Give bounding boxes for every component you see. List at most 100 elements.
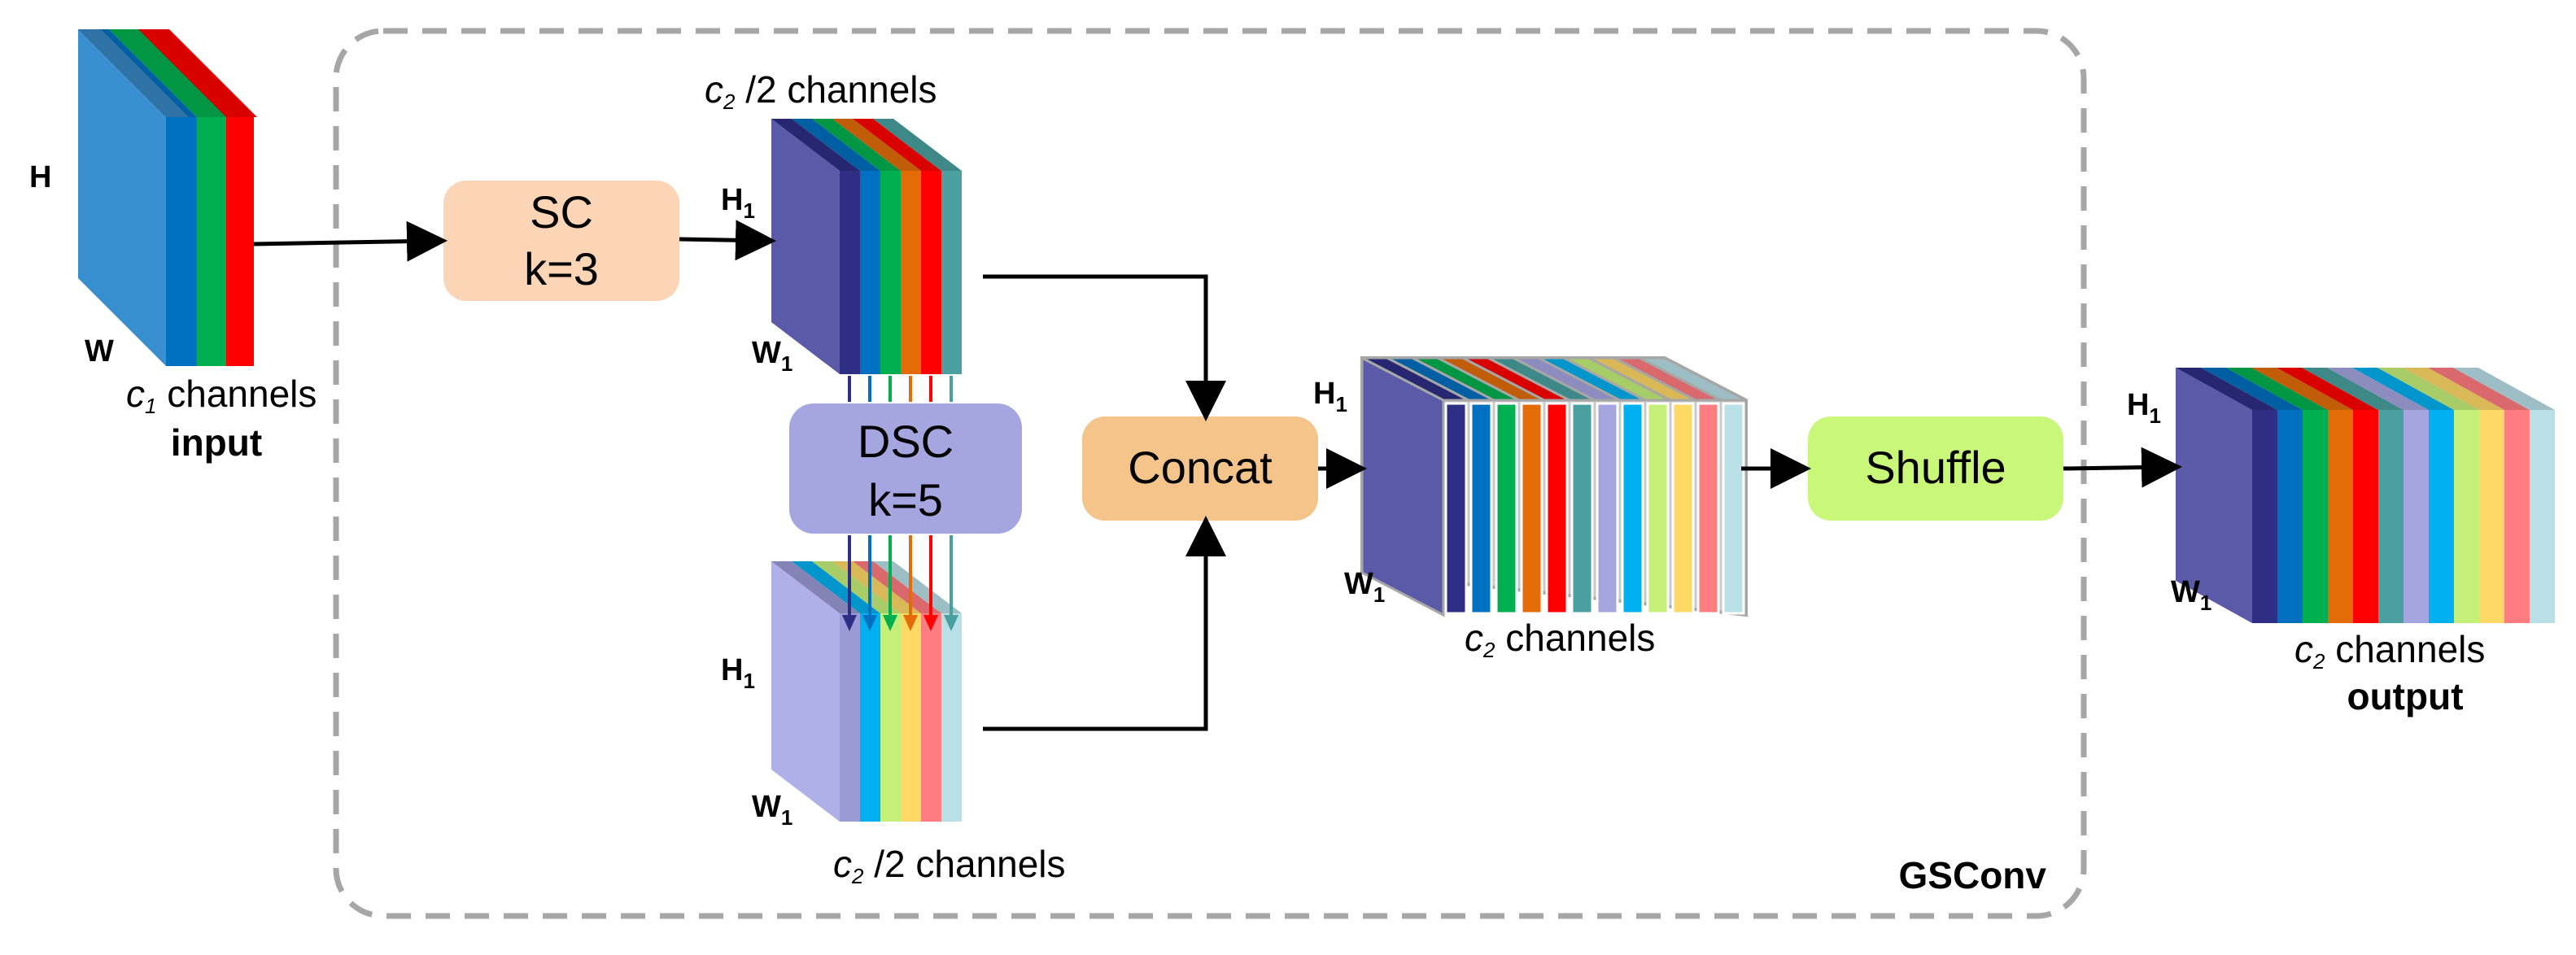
connectors — [253, 220, 2182, 731]
concat-output-dim-h: H1 — [1313, 377, 1347, 416]
tensor-front-face — [1360, 355, 1445, 617]
tensor-channel-slice — [1520, 402, 1543, 615]
tensor-slice-top — [2428, 368, 2530, 410]
tensor-channel-slice — [941, 171, 962, 374]
tensor-channel-slice — [2404, 410, 2429, 623]
input-channels-label: c1 channels — [126, 373, 317, 418]
arrow-dsc-tensor-to-concat — [983, 516, 1226, 731]
channel-arrowhead — [944, 615, 958, 631]
tensor-channel-slice — [840, 613, 860, 822]
sc-output-tensor — [771, 119, 962, 374]
sc-kernel-label: k=3 — [524, 243, 599, 294]
tensor-slice-top — [853, 561, 941, 613]
tensor-channel-slice — [2454, 410, 2479, 623]
tensor-slice-top — [2277, 368, 2378, 410]
sc-output-dim-w: W1 — [752, 336, 792, 376]
tensor-channel-slice — [860, 613, 880, 822]
tensor-channel-slice — [901, 171, 921, 374]
tensor-slice-top — [792, 119, 880, 171]
tensor-slice-top — [873, 119, 962, 171]
concat-output-tensor — [1360, 355, 1748, 617]
tensor-channel-slice — [2429, 410, 2454, 623]
dsc-output-tensor — [771, 561, 962, 822]
dsc-output-dim-h: H1 — [721, 653, 755, 693]
dsc-label: DSC — [858, 416, 954, 467]
tensor-slice-top — [2176, 368, 2277, 410]
tensor-slice-top — [109, 29, 228, 117]
tensor-channel-slice — [921, 613, 941, 822]
concat-output-channels-label: c2 channels — [1465, 617, 1655, 662]
tensor-channel-slice — [2328, 410, 2353, 623]
tensor-channel-slice — [880, 613, 901, 822]
output-dim-h: H1 — [2127, 388, 2161, 428]
output-caption: output — [2347, 675, 2463, 717]
sc-block: SC k=3 — [443, 181, 679, 301]
tensor-channel-slice — [2353, 410, 2378, 623]
tensor-slice-top — [812, 561, 901, 613]
channel-arrowhead — [842, 615, 857, 631]
output-dim-w: W1 — [2171, 575, 2211, 615]
tensor-channel-slice — [1722, 402, 1745, 615]
tensor-slice-top — [792, 561, 880, 613]
tensor-slice-top — [2226, 368, 2328, 410]
tensor-slice-top — [2201, 368, 2303, 410]
dsc-block: DSC k=5 — [789, 403, 1022, 534]
tensor-slice-top — [832, 561, 921, 613]
tensor-channel-slice — [1596, 402, 1619, 615]
input-caption: input — [171, 421, 262, 464]
channel-arrowhead — [862, 615, 877, 631]
tensor-slice-top — [2377, 368, 2479, 410]
arrow-input-to-sc — [253, 220, 448, 262]
channel-arrowhead — [883, 615, 897, 631]
shuffle-block: Shuffle — [1808, 416, 2063, 521]
tensor-channel-slice — [921, 171, 941, 374]
gsconv-frame — [333, 28, 2087, 919]
tensor-channel-slice — [2479, 410, 2504, 623]
tensor-front-face — [771, 119, 840, 374]
tensor-channel-slice — [166, 117, 197, 366]
tensor-channel-slice — [2530, 410, 2555, 623]
tensor-channel-slice — [2378, 410, 2404, 623]
gsconv-label: GSConv — [1899, 854, 2047, 896]
tensor-channel-slice — [197, 117, 228, 366]
channel-arrowhead — [923, 615, 938, 631]
output-tensor — [2176, 368, 2555, 623]
concat-block: Concat — [1082, 416, 1318, 521]
tensor-slice-top — [853, 119, 941, 171]
tensor-channel-slice — [860, 171, 880, 374]
tensor-slice-top — [2453, 368, 2555, 410]
channel-arrows — [842, 376, 958, 631]
tensor-channel-slice — [2277, 410, 2303, 623]
dsc-output-channels-label: c2 /2 channels — [833, 843, 1066, 888]
tensor-slice-top — [771, 561, 860, 613]
arrow-sc-tensor-to-concat — [983, 274, 1226, 421]
concat-label: Concat — [1128, 442, 1273, 493]
sc-output-channels-label: c2 /2 channels — [705, 68, 937, 114]
tensor-slice-top — [873, 561, 962, 613]
dsc-output-dim-w: W1 — [752, 790, 792, 830]
sc-output-dim-h: H1 — [721, 183, 755, 223]
channel-arrowhead — [903, 615, 918, 631]
arrow-shuffle-to-output — [2063, 447, 2182, 488]
tensor-slice-top — [771, 119, 860, 171]
input-dim-w: W — [85, 334, 114, 368]
tensor-channel-slice — [840, 171, 860, 374]
tensor-slice-top — [2302, 368, 2404, 410]
sc-label: SC — [530, 186, 593, 238]
shuffle-label: Shuffle — [1865, 442, 2006, 493]
tensor-channel-slice — [2303, 410, 2328, 623]
concat-output-dim-w: W1 — [1344, 567, 1385, 607]
tensor-channel-slice — [1469, 402, 1493, 615]
tensor-channel-slice — [1570, 402, 1594, 615]
tensor-slice-top — [1639, 356, 1747, 402]
tensor-front-face — [78, 29, 166, 366]
tensor-front-face — [771, 561, 840, 822]
tensor-channel-slice — [901, 613, 921, 822]
tensor-channel-slice — [226, 117, 254, 366]
tensor-slice-top — [812, 119, 901, 171]
tensor-slice-top — [2327, 368, 2429, 410]
input-dim-h: H — [29, 160, 51, 194]
tensor-channel-slice — [1444, 402, 1468, 615]
tensor-channel-slice — [1646, 402, 1670, 615]
